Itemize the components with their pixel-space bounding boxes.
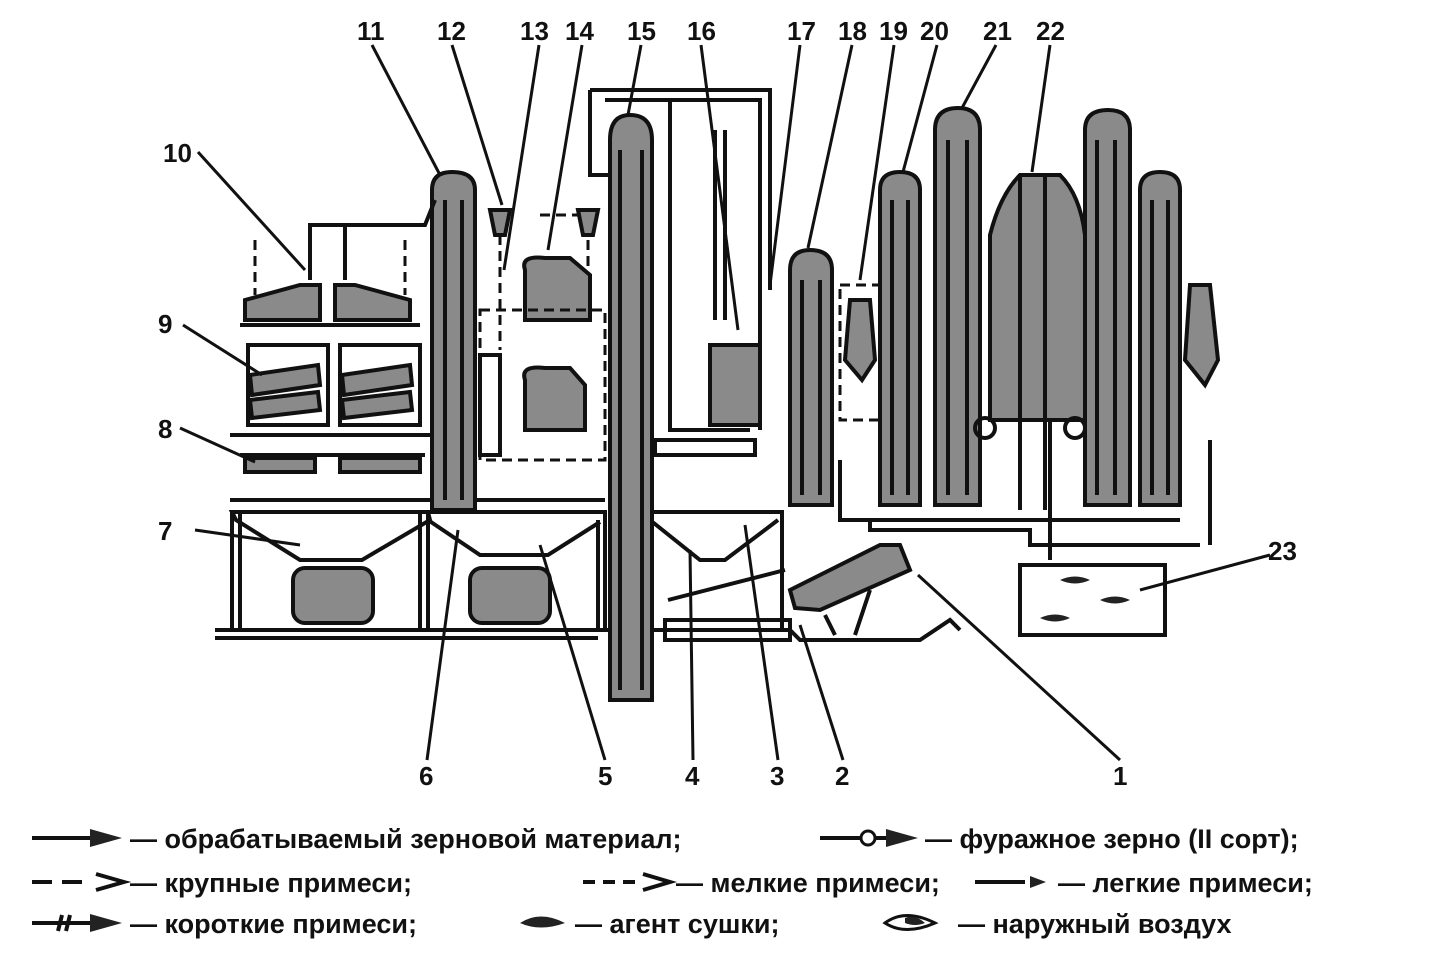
loader-1 — [787, 543, 913, 636]
coolers-19 — [838, 283, 1221, 422]
callout-21: 21 — [983, 16, 1012, 46]
legend-row-3: — короткие примеси; — агент сушки; — нар… — [32, 909, 1232, 939]
separator-sieves — [230, 343, 430, 474]
callout-15: 15 — [627, 16, 656, 46]
elevator-right-b — [1138, 169, 1182, 507]
callout-14: 14 — [565, 16, 594, 46]
callout-22: 22 — [1036, 16, 1065, 46]
bin-17 — [653, 343, 762, 457]
bunker-frame-right — [648, 510, 792, 642]
elevator-15 — [588, 88, 772, 702]
elevator-20 — [878, 169, 922, 507]
legend-open-arrowhead-fine — [642, 872, 678, 892]
elevator-18 — [788, 247, 834, 507]
callout-labels: 1 2 3 4 5 6 7 8 9 10 11 12 13 14 15 16 1… — [158, 16, 1297, 791]
callout-20: 20 — [920, 16, 949, 46]
callout-4: 4 — [685, 761, 700, 791]
legend-processed-grain: — обрабатываемый зерновой материал; — [130, 824, 682, 854]
callout-9: 9 — [158, 309, 172, 339]
truck-left — [291, 566, 375, 625]
callout-6: 6 — [419, 761, 433, 791]
legend-row-1: — обрабатываемый зерновой материал; — фу… — [32, 824, 1299, 854]
callout-2: 2 — [835, 761, 849, 791]
leader-lines — [179, 44, 1271, 762]
legend-fine-impurities: — мелкие примеси; — [676, 868, 940, 898]
callout-10: 10 — [163, 138, 192, 168]
callout-19: 19 — [879, 16, 908, 46]
callout-12: 12 — [437, 16, 466, 46]
bunker-frame-middle — [426, 510, 607, 630]
legend-short-line — [32, 914, 95, 932]
callout-8: 8 — [158, 414, 172, 444]
elevator-11 — [308, 169, 477, 512]
separator-upper — [240, 240, 420, 327]
elevator-21 — [933, 105, 982, 507]
legend-coarse-impurities: — крупные примеси; — [130, 868, 412, 898]
callout-5: 5 — [598, 761, 612, 791]
callout-17: 17 — [787, 16, 816, 46]
cyclones-and-machine — [478, 208, 607, 462]
callout-13: 13 — [520, 16, 549, 46]
legend-short-impurities: — короткие примеси; — [130, 909, 417, 939]
heat-exchanger-23 — [1018, 563, 1167, 637]
legend-outside-air: — наружный воздух — [958, 909, 1232, 939]
dryer-column-22 — [973, 173, 1087, 510]
callout-3: 3 — [770, 761, 784, 791]
elevator-right-a — [1083, 107, 1132, 507]
callout-23: 23 — [1268, 536, 1297, 566]
callout-11: 11 — [357, 16, 385, 46]
legend-feed-grain: — фуражное зерно (II сорт); — [925, 824, 1299, 854]
legend-drying-agent-icon — [520, 916, 565, 928]
legend-small-arrowhead — [1030, 876, 1046, 888]
legend-open-arrowhead-coarse — [95, 872, 132, 892]
legend-row-2: — крупные примеси; — мелкие примеси; — л… — [32, 868, 1313, 898]
callout-18: 18 — [838, 16, 867, 46]
callout-7: 7 — [158, 516, 172, 546]
legend-solid-arrowhead — [90, 829, 122, 847]
legend-circle-marker — [859, 829, 877, 847]
legend: — обрабатываемый зерновой материал; — фу… — [32, 824, 1313, 939]
truck-middle — [468, 566, 552, 625]
callout-16: 16 — [687, 16, 716, 46]
callout-1: 1 — [1113, 761, 1127, 791]
return-conveyors — [838, 420, 1212, 560]
legend-light-impurities: — легкие примеси; — [1058, 868, 1313, 898]
legend-drying-agent: — агент сушки; — [575, 909, 779, 939]
